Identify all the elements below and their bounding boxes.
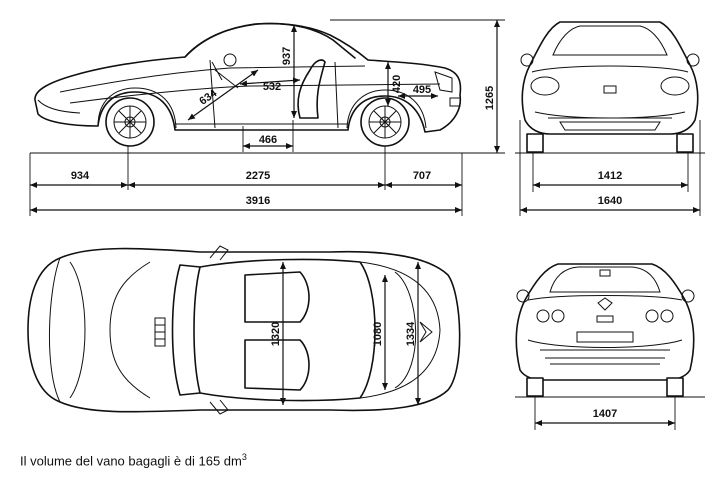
top-cockpit (199, 258, 376, 402)
caption-superscript: 3 (241, 452, 247, 462)
dim-466-label: 466 (259, 134, 277, 146)
front-view: 1412 1640 (515, 21, 705, 216)
side-view: 1265 937 420 634 532 466 495 934 2275 70… (29, 19, 505, 216)
dim-1320-label: 1320 (270, 322, 282, 346)
dim-634-label: 634 (197, 87, 220, 108)
rear-view: 1407 (515, 263, 705, 430)
rear-logo (596, 315, 614, 323)
front-windshield (552, 25, 668, 56)
rear-mirror-left (516, 289, 530, 303)
top-nose (48, 257, 61, 403)
top-seat-left (244, 271, 310, 323)
rear-lights-right (645, 309, 674, 323)
dim-532-line (239, 77, 301, 87)
trunk-volume-caption: Il volume del vano bagagli è di 165 dm3 (20, 452, 247, 468)
rear-tire-right (666, 377, 684, 397)
rear-tire-left (526, 377, 544, 397)
rear-diffuser (545, 357, 665, 365)
side-mirror (223, 53, 237, 67)
top-front-panel (69, 261, 86, 399)
front-badge (603, 85, 617, 94)
rear-body (515, 263, 695, 381)
front-body (521, 21, 699, 135)
top-vent-slats (155, 324, 165, 340)
rear-mirror-right (681, 289, 695, 303)
top-mirror-left (209, 245, 229, 261)
front-mirror-left (520, 53, 534, 67)
front-grille (559, 121, 661, 131)
dim-1640-label: 1640 (598, 195, 622, 207)
top-body-outline (27, 247, 461, 413)
dim-1334-label: 1334 (405, 321, 417, 346)
top-mirror-right (209, 399, 229, 415)
front-headlight-left (530, 76, 560, 96)
front-wheel (105, 97, 155, 147)
dim-1080-label: 1080 (372, 322, 384, 346)
front-tire-right (676, 133, 694, 153)
dim-1407-label: 1407 (593, 408, 617, 420)
side-steering (211, 61, 239, 89)
side-rear-lights (434, 71, 461, 107)
dim-634-line (187, 69, 259, 121)
rear-brake-light (599, 269, 611, 277)
dim-1412-label: 1412 (598, 170, 622, 182)
dim-3916-label: 3916 (246, 195, 270, 207)
front-hood (531, 65, 689, 73)
side-seat (297, 59, 326, 119)
front-tire-left (526, 133, 544, 153)
side-fender-front (97, 87, 177, 129)
side-hood-line (59, 65, 366, 93)
dim-937-label: 937 (281, 47, 293, 65)
caption-text: Il volume del vano bagagli è di 165 dm (20, 453, 242, 469)
front-mirror-right (686, 53, 700, 67)
dim-420-label: 420 (391, 75, 403, 93)
dim-495-label: 495 (413, 84, 431, 96)
side-front-bumper (37, 99, 81, 114)
side-softtop (184, 22, 356, 59)
rear-bumper (527, 339, 683, 351)
dim-2275-label: 2275 (246, 170, 270, 182)
rear-deck-line (527, 295, 683, 301)
side-door (209, 59, 339, 129)
top-seat-right (244, 339, 310, 391)
rear-softtop (549, 266, 661, 293)
rear-lights-left (536, 309, 565, 323)
dim-1265-label: 1265 (484, 86, 496, 110)
top-boot (359, 261, 441, 399)
dim-707-label: 707 (413, 170, 431, 182)
top-hood (109, 261, 151, 399)
top-view: 1320 1080 1334 (27, 245, 461, 415)
dim-532-label: 532 (263, 81, 281, 93)
top-windshield (171, 264, 201, 396)
rear-badge (597, 297, 613, 311)
dim-934-label: 934 (71, 170, 90, 182)
top-rear-badge (419, 321, 433, 343)
front-headlight-right (660, 76, 690, 96)
front-bumper (534, 111, 686, 119)
rear-plate (576, 331, 634, 343)
rear-wheel (360, 97, 410, 147)
